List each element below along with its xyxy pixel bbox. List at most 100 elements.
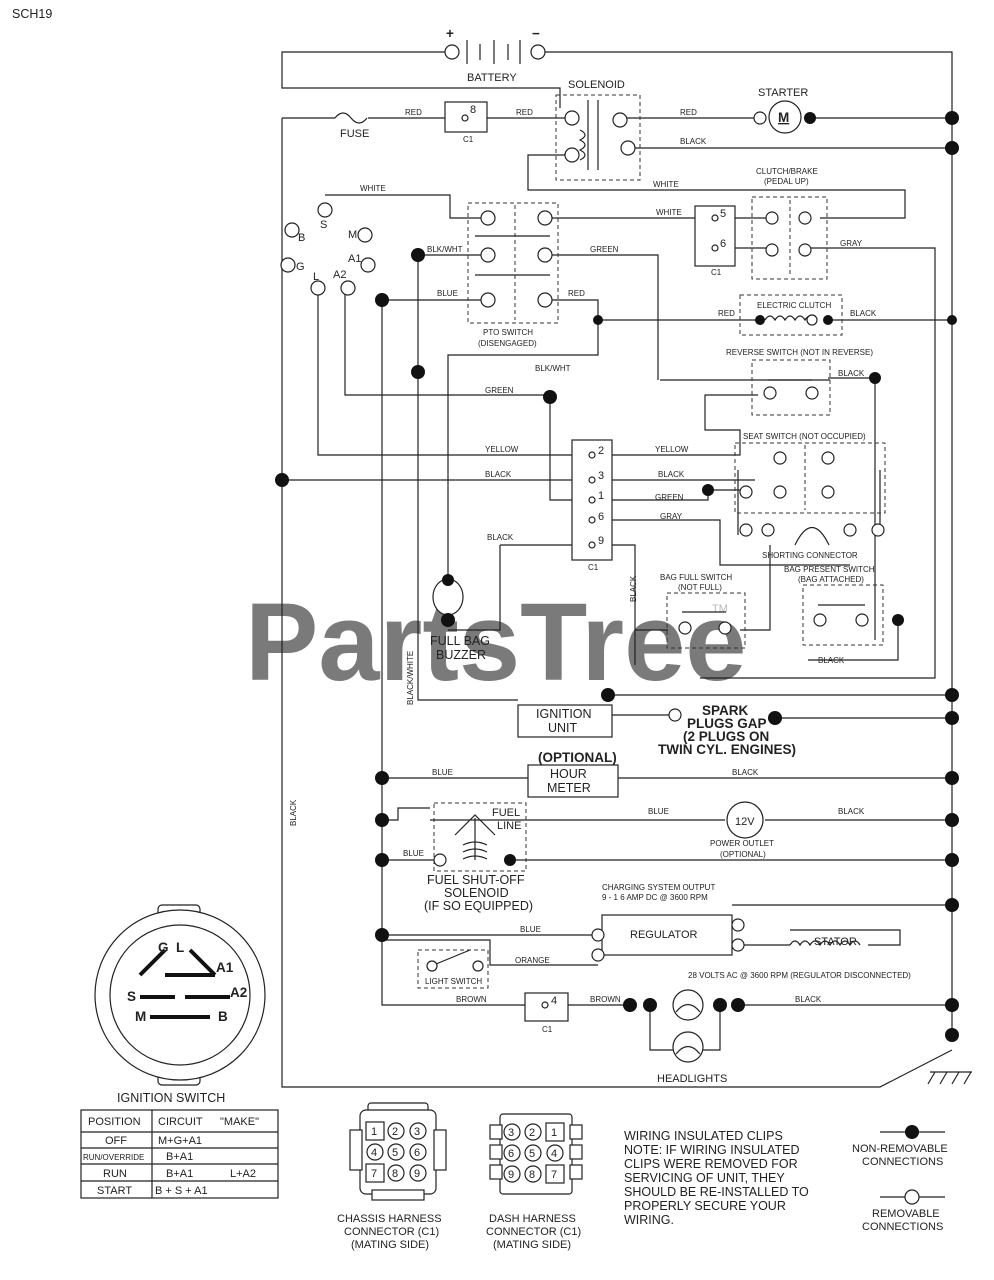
fuse-label: FUSE xyxy=(340,128,369,140)
wire-black-9: BLACK xyxy=(487,533,514,542)
table-row-run-pos: RUN xyxy=(103,1168,127,1180)
ign-label-a2: A2 xyxy=(230,985,247,1000)
wire-black-white-vertical: BLACK/WHITE xyxy=(406,651,415,705)
starter: M STARTER xyxy=(753,87,816,134)
note-line-2: NOTE: IF WIRING INSULATED xyxy=(624,1143,799,1157)
note-line-1: WIRING INSULATED CLIPS xyxy=(624,1129,783,1143)
watermark-tm: TM xyxy=(712,603,728,615)
wire-black-vertical: BLACK xyxy=(629,575,638,602)
bag-present-state: (BAG ATTACHED) xyxy=(798,575,864,584)
bag-present-switch: BAG PRESENT SWITCH (BAG ATTACHED) xyxy=(784,565,884,646)
wire-orange: ORANGE xyxy=(515,956,550,965)
regulator-label: REGULATOR xyxy=(630,929,697,941)
starter-label: STARTER xyxy=(758,87,808,99)
table-header-position: POSITION xyxy=(88,1116,141,1128)
term-g: G xyxy=(296,261,305,273)
table-row-off-circuit: M+G+A1 xyxy=(158,1135,202,1147)
wire-blue-hour: BLUE xyxy=(432,768,453,777)
headlights-label: HEADLIGHTS xyxy=(657,1073,727,1085)
wire-black-left: BLACK xyxy=(485,470,512,479)
wire-white-pto: WHITE xyxy=(656,208,682,217)
chassis-pin-5: 5 xyxy=(392,1147,398,1159)
bag-full-label: BAG FULL SWITCH xyxy=(660,573,732,582)
chassis-pin-6: 6 xyxy=(414,1147,420,1159)
watermark: PartsTree xyxy=(245,581,746,704)
clutch-brake-state: (PEDAL UP) xyxy=(764,177,809,186)
dash-pin-1: 1 xyxy=(551,1127,557,1139)
fuel-line-label-2: LINE xyxy=(497,820,521,832)
legend: NON-REMOVABLE CONNECTIONS REMOVABLE CONN… xyxy=(852,1125,948,1233)
c1-pin-6b: 6 xyxy=(598,511,604,523)
dash-pin-6: 6 xyxy=(508,1148,514,1160)
wire-yellow-right: YELLOW xyxy=(655,445,689,454)
spark-label-3: (2 PLUGS ON xyxy=(683,729,769,744)
table-row-off-pos: OFF xyxy=(105,1135,127,1147)
wiring-clips-note: WIRING INSULATED CLIPS NOTE: IF WIRING I… xyxy=(624,1129,809,1227)
legend-non-removable-2: CONNECTIONS xyxy=(862,1156,943,1168)
fuel-shutoff-solenoid: FUEL LINE FUEL SHUT-OFF SOLENOID (IF SO … xyxy=(424,802,533,913)
term-s: S xyxy=(320,219,327,231)
clutch-brake-label: CLUTCH/BRAKE xyxy=(756,167,818,176)
wire-gray-clutch: GRAY xyxy=(840,239,863,248)
spark-label-4: TWIN CYL. ENGINES) xyxy=(658,742,796,757)
table-row-start-circuit: B + S + A1 xyxy=(155,1185,208,1197)
table-row-run-circuit: B+A1 xyxy=(166,1168,193,1180)
chassis-pin-8: 8 xyxy=(392,1168,398,1180)
dash-pin-3: 3 xyxy=(508,1127,514,1139)
wire-red-pto: RED xyxy=(568,289,585,298)
wire-blue-pto: BLUE xyxy=(437,289,458,298)
solenoid: SOLENOID xyxy=(555,79,641,181)
battery-plus-label: + xyxy=(446,26,454,41)
c1-pin-3: 3 xyxy=(598,470,604,482)
clutch-brake-switch: CLUTCH/BRAKE (PEDAL UP) xyxy=(751,167,828,280)
full-bag-buzzer: FULL BAG BUZZER xyxy=(430,578,490,662)
legend-removable-1: REMOVABLE xyxy=(872,1208,940,1220)
battery: + − BATTERY xyxy=(444,26,546,84)
stator-volts: 28 VOLTS AC @ 3600 RPM (REGULATOR DISCON… xyxy=(688,971,911,980)
legend-removable-2: CONNECTIONS xyxy=(862,1221,943,1233)
solenoid-label: SOLENOID xyxy=(568,79,625,91)
dash-pin-7: 7 xyxy=(551,1169,557,1181)
table-row-override-circuit: B+A1 xyxy=(166,1151,193,1163)
wire-blue-outlet: BLUE xyxy=(648,807,669,816)
reverse-switch-label: REVERSE SWITCH (NOT IN REVERSE) xyxy=(726,348,873,357)
c1-label-8: C1 xyxy=(463,135,474,144)
term-b: B xyxy=(298,232,305,244)
wire-green-mid: GREEN xyxy=(485,386,514,395)
c1-label-56: C1 xyxy=(711,268,722,277)
wire-red-fuse: RED xyxy=(405,108,422,117)
spark-plugs: SPARK PLUGS GAP (2 PLUGS ON TWIN CYL. EN… xyxy=(658,703,796,757)
c1-pin-6: 6 xyxy=(720,238,726,250)
headlights: HEADLIGHTS xyxy=(657,989,727,1085)
electric-clutch-label: ELECTRIC CLUTCH xyxy=(757,301,831,310)
light-switch: LIGHT SWITCH xyxy=(417,949,489,989)
fuel-shutoff-label-2: SOLENOID xyxy=(444,886,509,900)
regulator: REGULATOR STATOR CHARGING SYSTEM OUTPUT … xyxy=(591,883,911,980)
wire-black-right: BLACK xyxy=(658,470,685,479)
power-outlet: 12V POWER OUTLET (OPTIONAL) xyxy=(710,801,774,859)
bag-full-switch: BAG FULL SWITCH (NOT FULL) xyxy=(660,573,746,649)
wire-black-outlet: BLACK xyxy=(838,807,865,816)
chassis-label-3: (MATING SIDE) xyxy=(351,1239,429,1251)
hour-meter-label-1: HOUR xyxy=(550,767,587,781)
hour-meter-label-2: METER xyxy=(547,781,591,795)
fuel-line-label-1: FUEL xyxy=(492,807,520,819)
wire-gray-c1: GRAY xyxy=(660,512,683,521)
pto-switch: PTO SWITCH (DISENGAGED) xyxy=(467,202,559,348)
c1-pin-8: 8 xyxy=(470,104,476,116)
chassis-pin-2: 2 xyxy=(392,1126,398,1138)
dash-pin-5: 5 xyxy=(529,1148,535,1160)
electric-clutch: ELECTRIC CLUTCH xyxy=(739,294,843,336)
c1-pin-2: 2 xyxy=(598,445,604,457)
table-row-start-pos: START xyxy=(97,1185,132,1197)
wire-white-ign: WHITE xyxy=(360,184,386,193)
c1-label-block: C1 xyxy=(588,563,599,572)
wire-black-left-vertical: BLACK xyxy=(289,799,298,826)
ignition-switch-terminals: S B M G A1 L A2 xyxy=(280,202,376,296)
spark-label-2: PLUGS GAP xyxy=(687,716,767,731)
outlet-12v: 12V xyxy=(735,816,755,828)
buzzer-label-2: BUZZER xyxy=(436,648,486,662)
wire-red-clutch: RED xyxy=(718,309,735,318)
dash-pin-9: 9 xyxy=(508,1169,514,1181)
note-line-6: PROPERLY SECURE YOUR xyxy=(624,1199,786,1213)
